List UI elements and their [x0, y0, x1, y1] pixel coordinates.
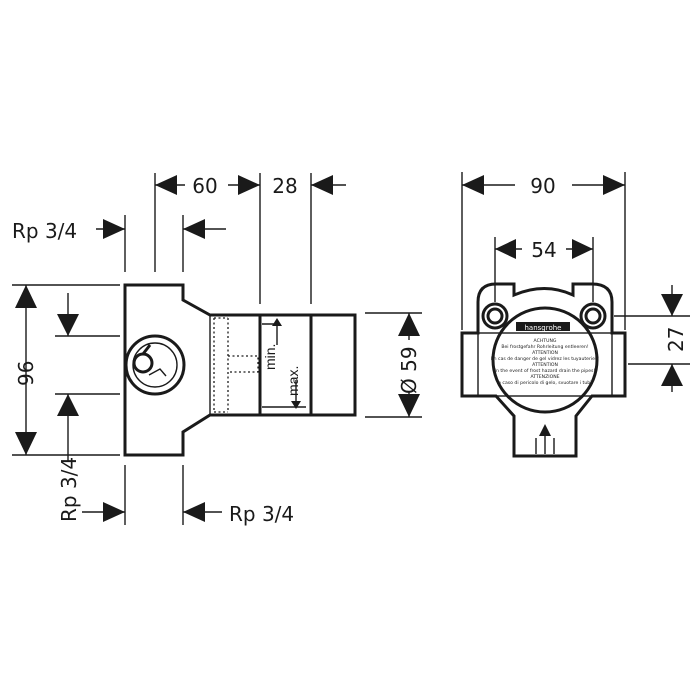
dim-96-arrow-top: [15, 285, 37, 308]
dim-54-arrow-right: [572, 239, 593, 259]
front-view: min. max. 60 28 Rp 3/4 96: [12, 173, 422, 526]
brand-label: hansgrohe: [524, 324, 561, 332]
warning-line-5: ATTENTION: [532, 362, 558, 368]
dim-54-arrow-left: [495, 239, 516, 259]
warning-line-2: Bei frostgefahr Rohrleitung entleeren!: [501, 344, 589, 350]
port-left-arrow-top: [57, 314, 79, 336]
outlet-screw: [132, 352, 154, 374]
warning-line-6: In the event of frost hazard drain the p…: [495, 368, 596, 374]
flow-arrow-head: [539, 424, 551, 436]
side-view: hansgrohe ACHTUNG Bei frostgefahr Rohrle…: [460, 172, 690, 458]
outlet-circle-outer: [124, 334, 186, 396]
warning-line-4: En cas de danger de gel vidrez les tuyau…: [491, 356, 600, 362]
min-arrow-head: [272, 318, 282, 326]
port-bottom-right-label: Rp 3/4: [229, 502, 294, 526]
label-min: min.: [262, 344, 278, 370]
outlet-detail: [148, 368, 167, 377]
warning-text-block: ACHTUNG Bei frostgefahr Rohrleitung entl…: [491, 338, 600, 386]
port-top-right-arrow: [183, 219, 205, 239]
dim-90-arrow-left: [462, 175, 484, 195]
port-bottom-arrow-right: [183, 502, 205, 522]
dim-59-label-bg: [397, 340, 421, 392]
outlet-circle-inner: [132, 342, 178, 388]
dim-27-arrow-top: [661, 294, 683, 316]
side-inner-rect: [477, 332, 613, 397]
port-bottom-arrow-left: [103, 502, 125, 522]
dim-28-label: 28: [272, 174, 297, 198]
label-max: max.: [285, 366, 301, 396]
outlet-screw-slot: [141, 344, 152, 355]
dim-28-arrow: [311, 175, 333, 195]
dim-54-label: 54: [531, 238, 556, 262]
warning-line-7: ATTENZIONE: [530, 374, 559, 380]
port-top-left-arrow: [103, 219, 125, 239]
mount-hole-right-inner: [584, 307, 602, 325]
dim-96-arrow-bottom: [15, 432, 37, 455]
warning-line-1: ACHTUNG: [534, 338, 557, 344]
port-top-left-label: Rp 3/4: [12, 219, 77, 243]
max-arrow-head: [291, 401, 301, 409]
port-bottom-left-label: Rp 3/4: [57, 457, 81, 522]
brand-badge: [516, 322, 570, 331]
side-body-outline: [460, 282, 627, 458]
dim-27-label: 27: [664, 327, 688, 352]
dim-59-arrow-top: [398, 313, 420, 336]
dim-27-arrow-bottom: [661, 364, 683, 386]
dim-59-label: Ø 59: [397, 346, 421, 394]
dim-60-label: 60: [192, 174, 217, 198]
dim-60-arrow-right: [238, 175, 260, 195]
valve-body-outline: [123, 283, 357, 457]
dim-96-label: 96: [14, 361, 38, 386]
port-left-arrow-bottom: [57, 394, 79, 416]
mount-hole-left-inner: [486, 307, 504, 325]
side-label-disc: [491, 306, 599, 414]
dim-60-arrow-left: [155, 175, 177, 195]
dim-59-arrow-bottom: [398, 394, 420, 417]
dim-90-label: 90: [530, 174, 555, 198]
internal-passage-dashed: [213, 317, 259, 413]
mount-hole-right-outer: [579, 302, 607, 330]
mount-hole-left-outer: [481, 302, 509, 330]
warning-line-8: In caso di pericolo di gelo, svuotare i …: [497, 380, 594, 386]
dim-90-arrow-right: [603, 175, 625, 195]
warning-line-3: ATTENTION: [532, 350, 558, 356]
